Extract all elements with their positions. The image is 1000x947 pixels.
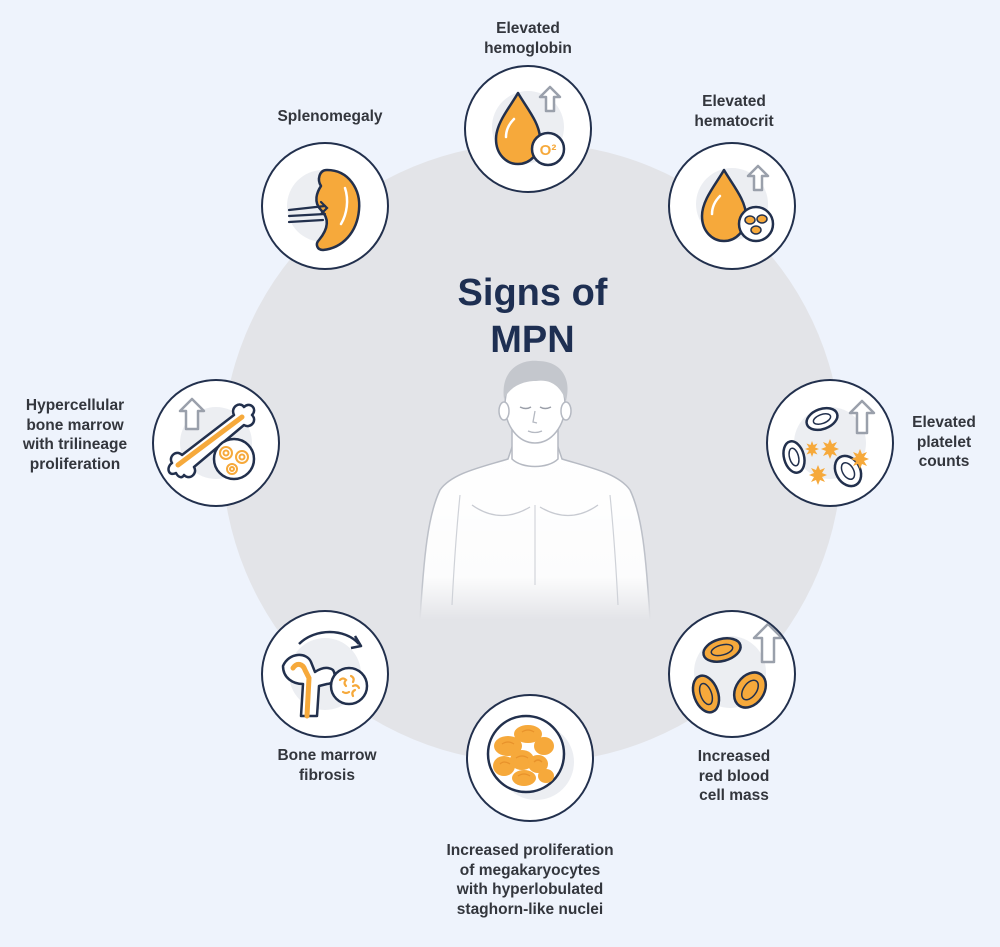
label-line: Hypercellular bbox=[25, 397, 125, 414]
splenomegaly-label: Splenomegaly bbox=[250, 107, 410, 127]
platelets-label: Elevated platelet counts bbox=[894, 413, 994, 472]
splenomegaly-node bbox=[261, 142, 389, 270]
label-line: hemoglobin bbox=[484, 39, 572, 57]
hemoglobin-label: Elevated hemoglobin bbox=[448, 19, 608, 58]
diagram-title: Signs of MPN bbox=[380, 270, 685, 364]
label-line: Bone marrow bbox=[277, 747, 377, 764]
red-cell-mass-node bbox=[668, 610, 796, 738]
hematocrit-label: Elevated hematocrit bbox=[654, 92, 814, 131]
label-line: hematocrit bbox=[694, 112, 774, 130]
platelets-icon bbox=[782, 399, 876, 488]
label-line: platelet bbox=[916, 433, 972, 451]
blood-drop-cells-icon bbox=[696, 164, 775, 243]
label-line: fibrosis bbox=[299, 766, 355, 784]
label-line: staghorn-like nuclei bbox=[456, 900, 604, 918]
label-line: with hyperlobulated bbox=[456, 881, 604, 898]
label-line: proliferation bbox=[29, 455, 121, 473]
label-line: Elevated bbox=[912, 414, 976, 431]
spleen-icon bbox=[287, 168, 361, 252]
red-blood-cells-icon bbox=[691, 622, 784, 714]
fibrosis-label: Bone marrow fibrosis bbox=[262, 746, 392, 785]
label-line: Splenomegaly bbox=[277, 108, 383, 125]
label-line: cell mass bbox=[699, 787, 769, 804]
label-line: Elevated bbox=[496, 20, 560, 37]
hemoglobin-node: O² bbox=[464, 65, 592, 193]
blood-drop-oxygen-icon: O² bbox=[492, 85, 566, 167]
label-line: bone marrow bbox=[26, 416, 124, 434]
label-line: red blood bbox=[698, 767, 770, 785]
label-line: counts bbox=[918, 453, 970, 470]
fibrosis-node bbox=[261, 610, 389, 738]
label-line: Increased bbox=[697, 748, 771, 765]
hematocrit-node bbox=[668, 142, 796, 270]
label-line: Increased proliferation bbox=[446, 842, 614, 859]
megakaryocytes-node bbox=[466, 694, 594, 822]
hypercellular-label: Hypercellular bone marrow with trilineag… bbox=[6, 396, 144, 474]
megakaryocytes-label: Increased proliferation of megakaryocyte… bbox=[425, 841, 635, 919]
red-cell-mass-label: Increased red blood cell mass bbox=[676, 747, 792, 806]
label-line: of megakaryocytes bbox=[459, 861, 601, 879]
title-line-2: MPN bbox=[490, 319, 575, 361]
megakaryocyte-icon bbox=[486, 714, 574, 800]
platelets-node bbox=[766, 379, 894, 507]
human-figure bbox=[419, 360, 651, 621]
label-line: with trilineage bbox=[22, 436, 128, 453]
hypercellular-node bbox=[152, 379, 280, 507]
label-line: Elevated bbox=[702, 93, 766, 110]
title-line-1: Signs of bbox=[457, 272, 608, 314]
bone-fibrosis-icon bbox=[281, 630, 369, 719]
oxygen-badge: O² bbox=[540, 142, 557, 159]
bone-marrow-icon bbox=[167, 397, 256, 481]
